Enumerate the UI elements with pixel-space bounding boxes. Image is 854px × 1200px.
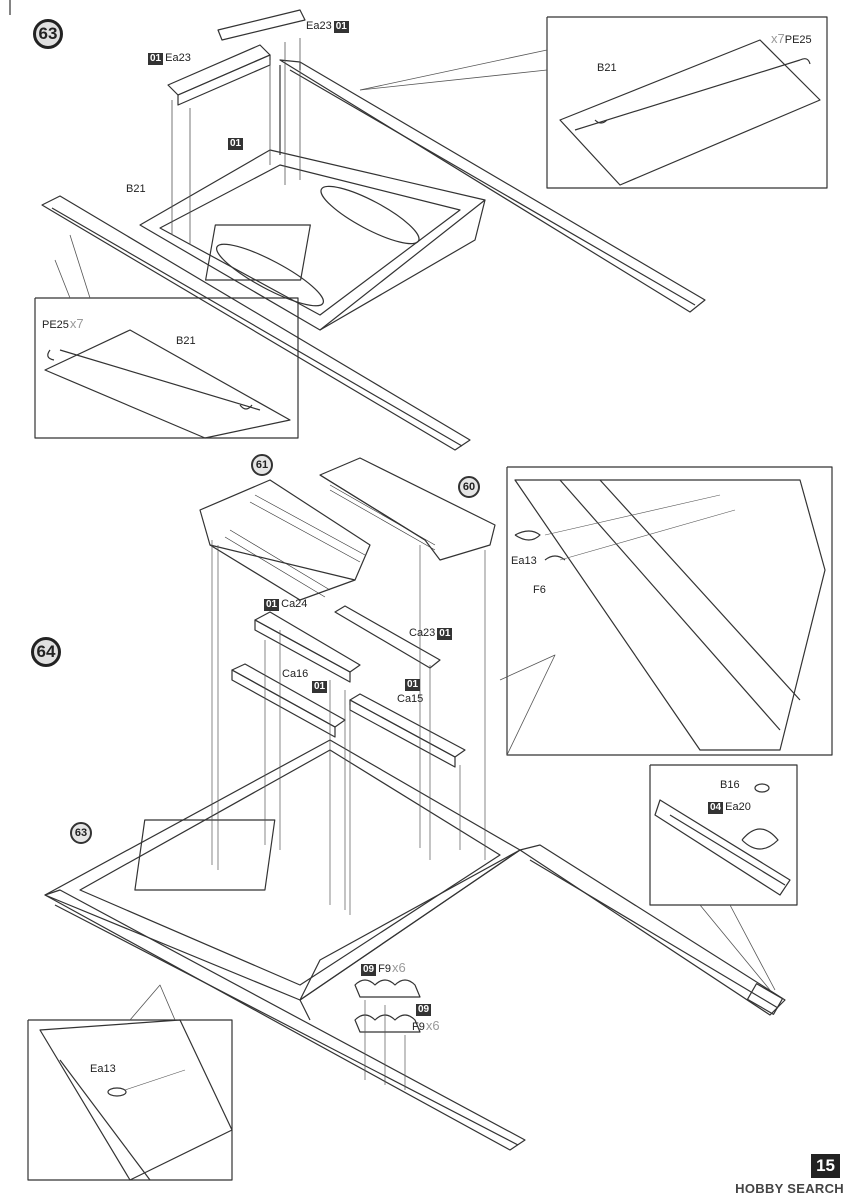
part-tag: 01 [228, 138, 244, 150]
label-ca16-tag: 01 [310, 680, 329, 693]
label-ca15-tag: 01 [403, 678, 422, 691]
part-tag: 01 [264, 599, 280, 611]
part-name: PE25 [42, 319, 69, 331]
label-b21-detail-left: B21 [176, 335, 196, 347]
step-63-badge: 63 [33, 19, 63, 49]
label-pe25-detail-top: x7PE25 [770, 32, 812, 47]
label-b21-main: B21 [126, 183, 146, 195]
label-f6: F6 [533, 584, 546, 596]
part-qty: x6 [391, 960, 406, 975]
label-b21-detail-top: B21 [597, 62, 617, 74]
part-tag: 04 [708, 802, 724, 814]
rail-64-right [519, 844, 786, 1016]
part-name: Ea23 [165, 52, 191, 64]
part-name: Ca23 [409, 627, 436, 639]
label-pe25-detail-left: PE25x7 [42, 317, 84, 332]
label-ca16: Ca16 [282, 668, 308, 681]
detail-box-64a [499, 466, 833, 756]
part-qty: x6 [425, 1018, 440, 1033]
label-ea13-bottom: Ea13 [90, 1063, 116, 1075]
part-name: F9 [378, 963, 391, 975]
page-number: 15 [811, 1154, 840, 1178]
part-name: Ca16 [282, 668, 309, 680]
chassis-frame-63 [139, 65, 486, 331]
detail-box-64b [649, 764, 798, 991]
label-01-alone: 01 [226, 137, 245, 150]
label-ca15: Ca15 [397, 693, 424, 705]
rail-b21-lower [41, 195, 471, 451]
ref-61: 61 [251, 454, 273, 476]
part-name: PE25 [784, 34, 812, 46]
part-name: F9 [412, 1021, 425, 1033]
detail-box-63b [34, 234, 299, 439]
part-tag: 01 [437, 628, 453, 640]
part-qty: x7 [69, 316, 84, 331]
rail-64-lower [44, 889, 526, 1151]
step-64-badge: 64 [31, 637, 61, 667]
detail-box-63a [359, 16, 828, 189]
part-tag: 01 [333, 21, 349, 33]
part-tag: 01 [405, 679, 421, 691]
detail-box-64c [27, 984, 233, 1181]
rail-b21-upper [279, 59, 706, 313]
part-ca23 [334, 605, 441, 669]
part-qty: x7 [771, 31, 785, 46]
part-name: Ea23 [306, 20, 332, 32]
label-b16: B16 [720, 779, 740, 791]
watermark-logo: HOBBY SEARCH [735, 1181, 844, 1196]
ref-63: 63 [70, 822, 92, 844]
part-tag: 09 [416, 1004, 432, 1016]
label-f9-lower: F9x6 [412, 1019, 440, 1034]
assembly-61 [199, 479, 371, 601]
label-ea13-detail: Ea13 [511, 555, 537, 567]
chassis-frame-64 [44, 739, 521, 1021]
part-f9-upper [354, 979, 421, 998]
part-tag: 09 [361, 964, 377, 976]
assembly-60 [319, 457, 496, 561]
label-f9-lower-tag: 09 [414, 1003, 433, 1016]
part-name: Ca24 [281, 598, 308, 610]
part-ea23-right [217, 9, 306, 41]
part-tag: 01 [312, 681, 328, 693]
ref-60: 60 [458, 476, 480, 498]
part-name: Ea20 [725, 801, 751, 813]
part-tag: 01 [148, 53, 164, 65]
part-f9-lower [354, 1014, 421, 1033]
part-ca24 [254, 611, 361, 683]
